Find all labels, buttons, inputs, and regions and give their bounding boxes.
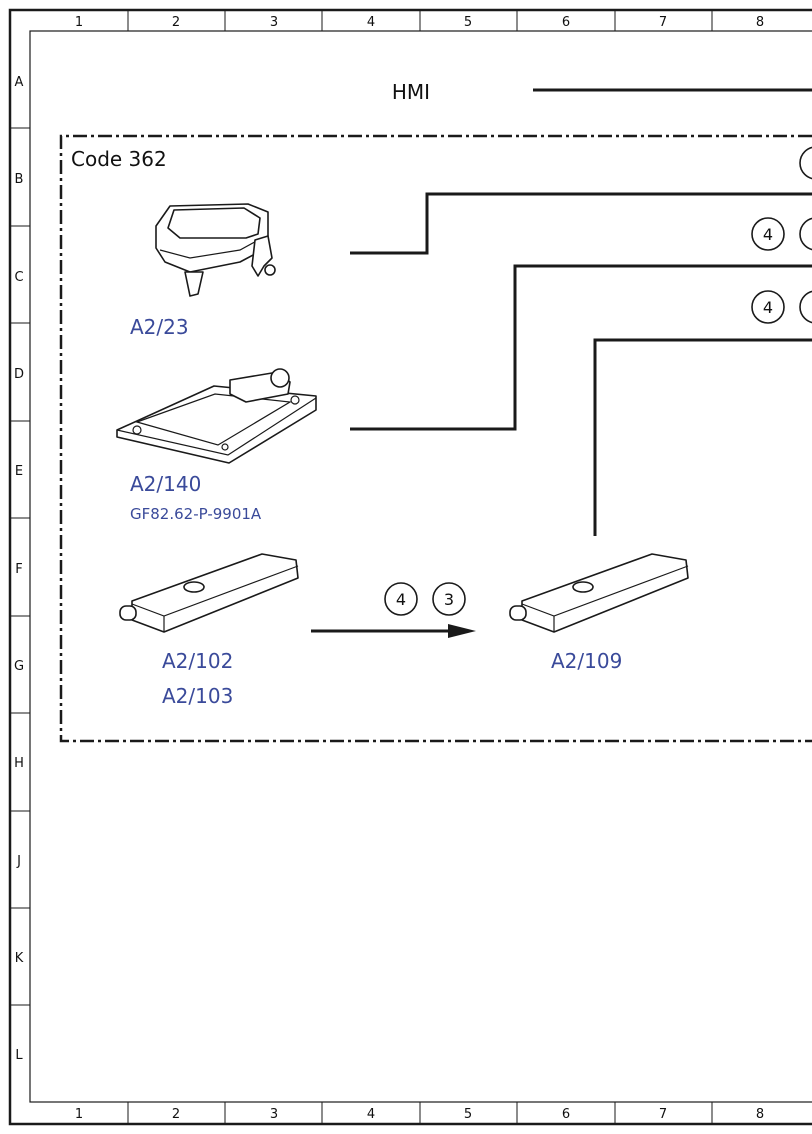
col-label-bottom: 1 xyxy=(75,1107,83,1122)
a2-23-label: A2/23 xyxy=(130,315,189,339)
a2-103-label: A2/103 xyxy=(162,684,233,708)
wire-a2-109 xyxy=(593,338,812,536)
a2-109-label: A2/109 xyxy=(551,649,622,673)
bubble-label: 4 xyxy=(396,590,406,609)
col-label-top: 6 xyxy=(562,15,570,30)
signal-arrow-head xyxy=(448,624,476,638)
col-label-bottom: 4 xyxy=(367,1107,375,1122)
inner-frame xyxy=(29,30,812,1103)
row-label: K xyxy=(15,951,24,966)
col-label-bottom: 6 xyxy=(562,1107,570,1122)
row-label: G xyxy=(14,659,24,674)
row-label: C xyxy=(14,270,23,285)
row-label: A xyxy=(15,75,24,90)
col-label-top: 8 xyxy=(756,15,764,30)
row-label: E xyxy=(15,464,23,479)
hmi-title: HMI xyxy=(392,80,430,104)
a2-102-component-illustration xyxy=(119,553,299,633)
col-label-top: 3 xyxy=(270,15,278,30)
row-label: H xyxy=(14,756,24,771)
col-label-top: 5 xyxy=(464,15,472,30)
wire-a2-23 xyxy=(350,192,812,255)
wire-2-bubbles: 4 xyxy=(751,290,812,324)
wire-1-bubbles: 4 xyxy=(751,217,812,251)
a2-109-component-illustration xyxy=(509,553,689,633)
col-label-bottom: 5 xyxy=(464,1107,472,1122)
bubble-label: 4 xyxy=(763,225,773,244)
col-label-bottom: 3 xyxy=(270,1107,278,1122)
a2-140-part-number: GF82.62-P-9901A xyxy=(130,505,262,523)
col-label-bottom: 8 xyxy=(756,1107,764,1122)
col-label-top: 1 xyxy=(75,15,83,30)
number-bubble-partial xyxy=(799,146,812,180)
row-label: F xyxy=(15,562,22,577)
a2-102-label: A2/102 xyxy=(162,649,233,673)
col-label-top: 7 xyxy=(659,15,667,30)
row-label: B xyxy=(15,172,24,187)
a2-140-label: A2/140 xyxy=(130,472,201,496)
row-label: D xyxy=(14,367,24,382)
wire-a2-140 xyxy=(350,264,812,431)
a2-140-component-illustration xyxy=(116,368,317,464)
row-label: J xyxy=(16,854,21,869)
col-label-bottom: 7 xyxy=(659,1107,667,1122)
a2-23-component-illustration xyxy=(155,203,276,297)
code-group-boundary xyxy=(59,134,812,743)
col-label-bottom: 2 xyxy=(172,1107,180,1122)
group-title: Code 362 xyxy=(71,147,167,171)
row-label: L xyxy=(15,1048,23,1063)
col-label-top: 4 xyxy=(367,15,375,30)
bubble-label: 4 xyxy=(763,298,773,317)
bubble-label: 3 xyxy=(444,590,454,609)
arrow-bubbles: 4 3 xyxy=(384,582,466,616)
outer-frame xyxy=(8,8,812,1126)
row-ruler xyxy=(10,127,30,1006)
col-label-top: 2 xyxy=(172,15,180,30)
column-ruler xyxy=(127,10,713,1124)
